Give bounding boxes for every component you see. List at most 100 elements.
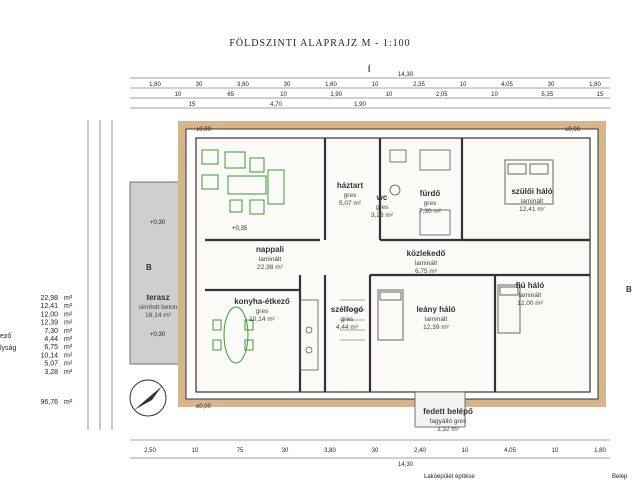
room-floor-label: simított beton bbox=[138, 304, 177, 311]
dimension-label: 10 bbox=[552, 448, 559, 454]
top-dimensions bbox=[130, 77, 610, 109]
area-unit: m² bbox=[64, 295, 73, 302]
top-dim-row-2: 10 65 10 1,90 10 2,05 10 5,35 15 bbox=[175, 92, 604, 98]
room-area-label: 7,30 m² bbox=[419, 208, 442, 215]
dimension-label: 10 bbox=[175, 92, 182, 98]
room-name-label: nappali bbox=[256, 245, 284, 254]
area-unit: m² bbox=[64, 311, 73, 318]
bathroom-fixtures bbox=[389, 149, 451, 236]
section-mark-top: Í bbox=[368, 65, 371, 74]
dimension-label: 2,50 bbox=[144, 448, 156, 454]
interior-walls bbox=[205, 138, 590, 392]
terrace-floor bbox=[129, 181, 181, 365]
room-floor-label: laminált bbox=[415, 260, 438, 267]
dimension-label: 30 bbox=[282, 448, 289, 454]
area-unit: m² bbox=[64, 361, 73, 368]
dimension-label: 10 bbox=[491, 92, 498, 98]
dimension-label: 10 bbox=[192, 448, 199, 454]
level-marker: ±0,00 bbox=[196, 127, 212, 133]
room-area-label: 12,41 m² bbox=[519, 206, 545, 213]
dimension-label: 3,80 bbox=[237, 82, 249, 88]
room-area-label: 3,28 m² bbox=[371, 212, 394, 219]
left-label: lyság bbox=[0, 345, 16, 352]
right-label: Belép bbox=[612, 474, 628, 480]
stairs bbox=[340, 299, 365, 341]
dimension-label: 30 bbox=[284, 82, 291, 88]
section-mark-left: B bbox=[146, 263, 152, 272]
dimension-label: 10 bbox=[386, 92, 393, 98]
dimension-label: 10 bbox=[462, 448, 469, 454]
area-value: 7,30 bbox=[44, 328, 58, 335]
dimension-label: 4,05 bbox=[501, 82, 513, 88]
area-value: 96,76 bbox=[40, 399, 58, 406]
room-name-label: fedett belépő bbox=[423, 407, 473, 416]
area-value: 3,28 bbox=[44, 369, 58, 376]
dimension-label: 5,35 bbox=[541, 92, 553, 98]
room-name-label: fiú háló bbox=[516, 281, 545, 290]
dimension-label: 10 bbox=[372, 82, 379, 88]
room-name-label: háztart bbox=[337, 181, 364, 190]
room-area-label: 12,39 m² bbox=[423, 324, 449, 331]
level-marker: ±0,00 bbox=[565, 127, 581, 133]
total-width-top: 14,30 bbox=[398, 72, 414, 78]
dimension-label: 15 bbox=[597, 92, 604, 98]
area-value: 6,75 bbox=[44, 344, 58, 351]
dimension-label: 1,90 bbox=[330, 92, 342, 98]
bottom-dimensions bbox=[130, 439, 610, 459]
level-marker: ±0,00 bbox=[196, 404, 212, 410]
dimension-label: 75 bbox=[237, 448, 244, 454]
beds bbox=[377, 159, 554, 341]
room-area-label: 16,14 m² bbox=[145, 312, 171, 319]
room-floor-label: gres bbox=[344, 192, 357, 199]
room-name-label: közlekedő bbox=[407, 249, 446, 258]
dimension-label: 1,60 bbox=[325, 82, 337, 88]
entry-porch bbox=[414, 391, 466, 428]
area-unit: m² bbox=[64, 320, 73, 327]
bottom-note: Lakóépület építése bbox=[424, 474, 475, 480]
exterior-walls bbox=[178, 121, 606, 407]
room-area-label: 3,32 m² bbox=[437, 426, 460, 433]
dimension-label: 3,80 bbox=[324, 448, 336, 454]
living-furniture bbox=[201, 149, 285, 364]
section-mark-right: B bbox=[626, 285, 632, 294]
level-marker: +0,30 bbox=[150, 332, 166, 338]
area-value: 22,98 bbox=[40, 295, 58, 302]
room-name-label: konyha-étkező bbox=[234, 297, 290, 306]
room-floor-label: gres bbox=[256, 308, 269, 315]
area-value: 12,39 bbox=[40, 320, 58, 327]
room-floor-label: gres bbox=[424, 200, 437, 207]
room-floor-label: fagyálló gres bbox=[430, 418, 468, 425]
kitchen-counter bbox=[299, 299, 319, 371]
dimension-label: 65 bbox=[227, 92, 234, 98]
area-unit: m² bbox=[64, 352, 73, 359]
dimension-label: 1,80 bbox=[594, 448, 606, 454]
room-area-label: 6,75 m² bbox=[415, 268, 438, 275]
dimension-label: 10 bbox=[280, 92, 287, 98]
dimension-label: 15 bbox=[189, 102, 196, 108]
total-width-bottom: 14,30 bbox=[398, 462, 414, 468]
room-labels: nappali laminált 22,98 m² konyha-étkező gres… bbox=[138, 181, 552, 433]
room-floor-label: laminált bbox=[425, 316, 448, 323]
area-value: 5,07 bbox=[44, 361, 58, 368]
dimension-label: 4,05 bbox=[504, 448, 516, 454]
left-dimensions bbox=[87, 120, 113, 430]
level-marker: +0,35 bbox=[232, 226, 248, 232]
room-floor-label: gres bbox=[341, 316, 354, 323]
dimension-label: 30 bbox=[548, 82, 555, 88]
dimension-label: 2,05 bbox=[436, 92, 448, 98]
room-name-label: wc bbox=[376, 193, 388, 202]
area-value: 12,00 bbox=[40, 311, 58, 318]
room-floor-label: gres bbox=[376, 204, 389, 211]
area-unit: m² bbox=[64, 344, 73, 351]
area-value: 12,41 bbox=[40, 303, 58, 310]
room-name-label: fürdő bbox=[420, 189, 441, 198]
dimension-label: 1,80 bbox=[149, 82, 161, 88]
dimension-label: 1,80 bbox=[589, 82, 601, 88]
room-name-label: szélfogó bbox=[331, 305, 364, 314]
room-area-label: 12,00 m² bbox=[517, 300, 543, 307]
room-area-label: 22,98 m² bbox=[257, 264, 283, 271]
dimension-label: 2,40 bbox=[414, 448, 426, 454]
north-arrow-icon bbox=[129, 379, 167, 417]
